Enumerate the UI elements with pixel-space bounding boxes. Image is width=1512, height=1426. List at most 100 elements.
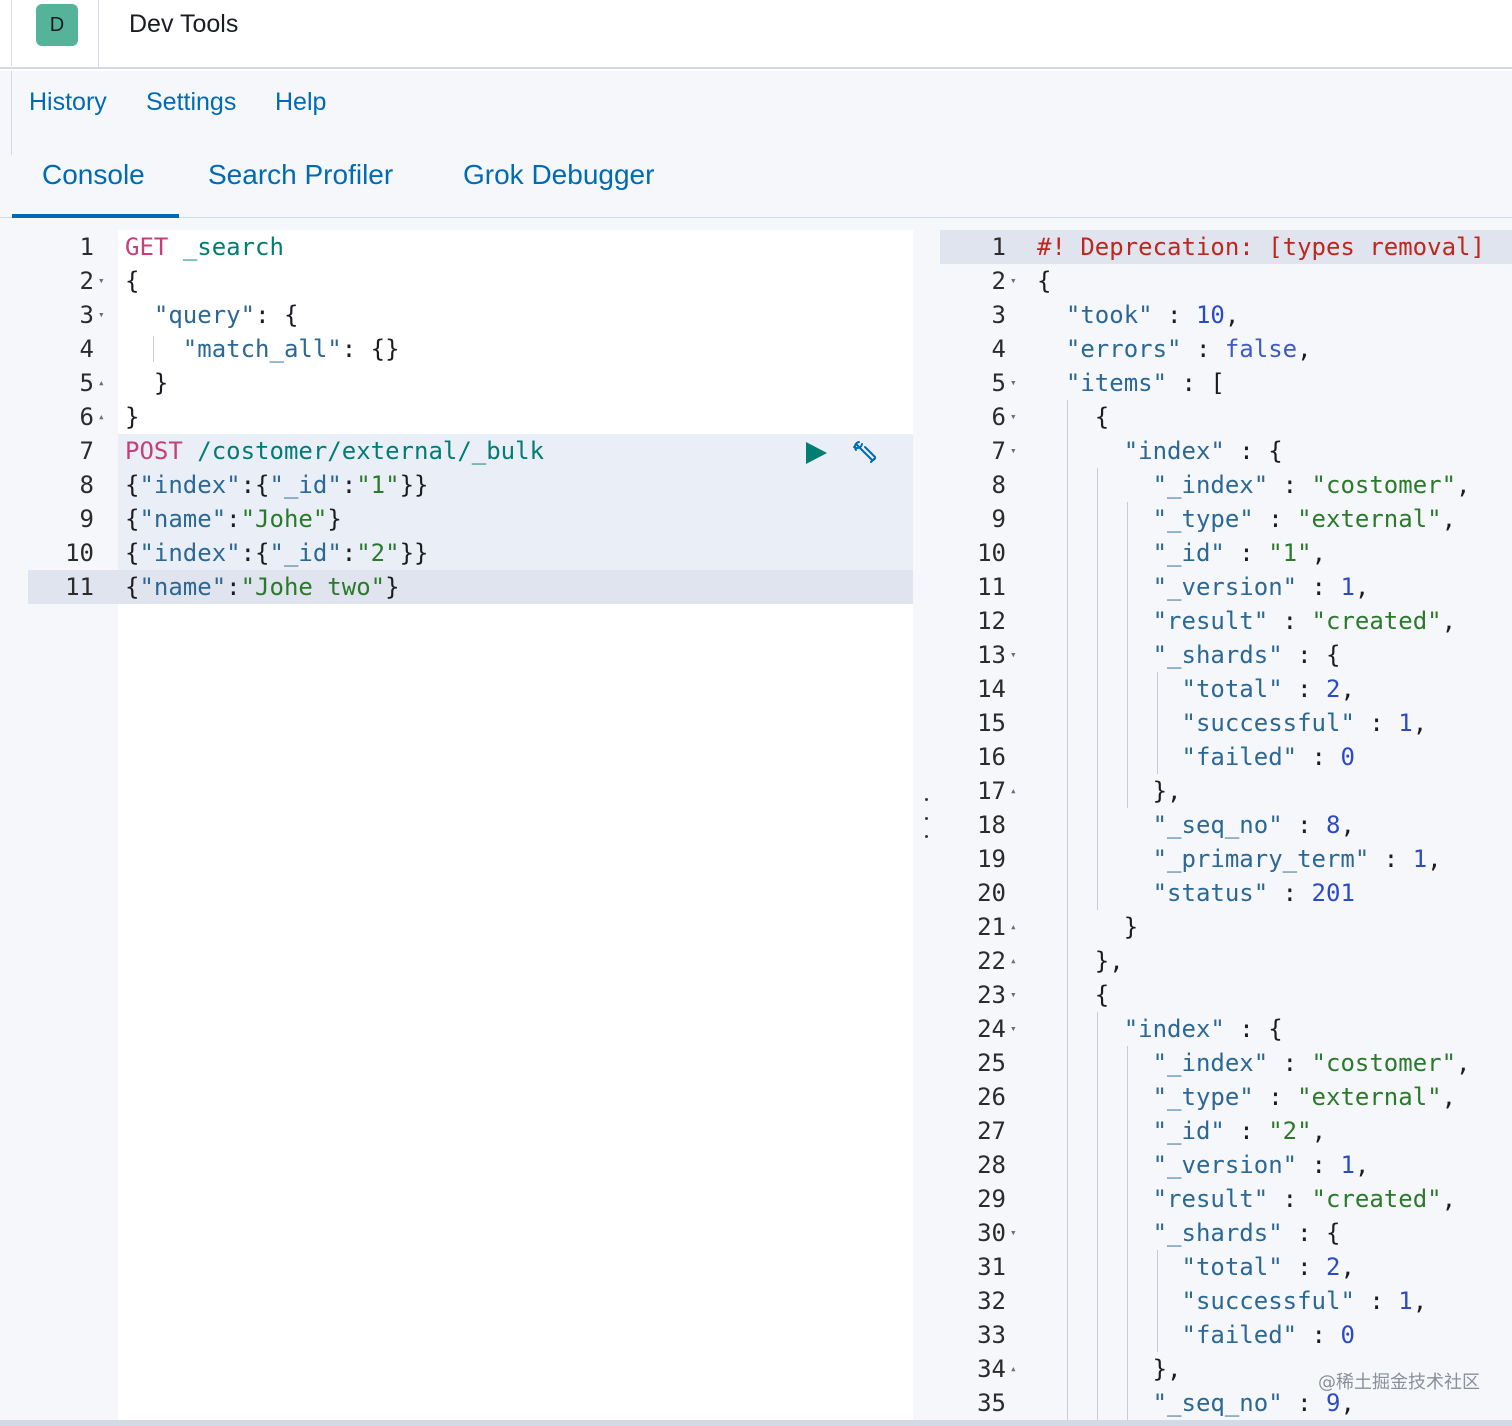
watermark: @稀土掘金技术社区 (1318, 1372, 1480, 1393)
code-token: 1 (1340, 573, 1355, 601)
code-token: POST (125, 437, 183, 465)
code-token: "_id" (269, 539, 342, 567)
code-token: : (341, 471, 357, 499)
code-line: "query": { (125, 298, 299, 332)
fold-up-icon[interactable]: ▴ (98, 410, 105, 423)
line-number: 34 (977, 1355, 1006, 1383)
line-number: 14 (977, 675, 1006, 703)
wrench-icon[interactable] (850, 438, 880, 468)
code-line: "match_all": {} (125, 332, 400, 366)
code-token: , (1354, 573, 1370, 601)
code-token: "_seq_no" (1152, 1389, 1283, 1417)
code-token (1037, 845, 1153, 873)
code-token: "index" (139, 471, 241, 499)
code-line: "_type" : "external", (1037, 502, 1456, 536)
code-line: "_primary_term" : 1, (1037, 842, 1442, 876)
code-line: "errors" : false, (1037, 332, 1312, 366)
tab-console[interactable]: Console (42, 159, 145, 190)
help-link[interactable]: Help (275, 88, 327, 116)
fold-down-icon[interactable]: ▾ (1010, 444, 1017, 457)
line-number: 24 (977, 1015, 1006, 1043)
code-token: : { (1282, 641, 1341, 669)
line-number: 9 (79, 505, 94, 533)
code-token (1037, 1321, 1182, 1349)
code-token: { (125, 573, 140, 601)
code-token: "costomer" (1311, 471, 1457, 499)
avatar[interactable]: D (36, 4, 78, 46)
line-number: 8 (991, 471, 1006, 499)
code-line: "_id" : "1", (1037, 536, 1326, 570)
code-token: "failed" (1181, 1321, 1298, 1349)
line-number: 3 (79, 301, 94, 329)
history-link[interactable]: History (29, 88, 107, 116)
code-token (1037, 301, 1066, 329)
tab-search-profiler[interactable]: Search Profiler (208, 159, 394, 190)
code-token: , (1456, 1049, 1471, 1077)
code-token: : (1297, 743, 1341, 771)
code-token (1037, 1049, 1153, 1077)
fold-up-icon[interactable]: ▴ (1010, 954, 1017, 967)
code-token: 2 (1326, 675, 1341, 703)
code-token (1037, 1389, 1153, 1417)
fold-down-icon[interactable]: ▾ (1010, 988, 1017, 1001)
code-token (1037, 471, 1153, 499)
code-token: { (1037, 267, 1052, 295)
fold-down-icon[interactable]: ▾ (1010, 1226, 1017, 1239)
settings-link[interactable]: Settings (146, 88, 237, 116)
code-token (1037, 437, 1124, 465)
line-number: 8 (79, 471, 94, 499)
code-token (183, 437, 197, 465)
code-token: false (1224, 335, 1298, 363)
fold-down-icon[interactable]: ▾ (1010, 1022, 1017, 1035)
code-line: #! Deprecation: [types removal] (1037, 230, 1485, 264)
code-token: : (1268, 607, 1312, 635)
code-token (1037, 811, 1153, 839)
panel-resizer[interactable] (917, 798, 935, 838)
line-number: 11 (65, 573, 94, 601)
play-icon[interactable] (802, 439, 830, 467)
code-token: }, (1037, 1355, 1182, 1383)
line-number: 7 (991, 437, 1006, 465)
fold-down-icon[interactable]: ▾ (1010, 648, 1017, 661)
line-number: 19 (977, 845, 1006, 873)
fold-down-icon[interactable]: ▾ (98, 308, 105, 321)
line-number: 25 (977, 1049, 1006, 1077)
active-tab-indicator (12, 214, 179, 218)
code-token (1037, 675, 1182, 703)
fold-down-icon[interactable]: ▾ (98, 274, 105, 287)
code-token: : (1268, 1049, 1312, 1077)
code-token: } (125, 403, 140, 431)
code-line: "took" : 10, (1037, 298, 1239, 332)
response-editor[interactable]: 1#! Deprecation: [types removal]2▾{3 "to… (940, 230, 1512, 1420)
fold-up-icon[interactable]: ▴ (1010, 784, 1017, 797)
fold-up-icon[interactable]: ▴ (98, 376, 105, 389)
code-token: :{ (240, 471, 270, 499)
fold-up-icon[interactable]: ▴ (1010, 1362, 1017, 1375)
code-line: "index" : { (1037, 434, 1283, 468)
code-token: : (1152, 301, 1196, 329)
code-token: "_seq_no" (1152, 811, 1283, 839)
code-token: , (1311, 1117, 1327, 1145)
code-line: "items" : [ (1037, 366, 1225, 400)
code-token: "successful" (1181, 709, 1355, 737)
fold-down-icon[interactable]: ▾ (1010, 410, 1017, 423)
code-token: "external" (1297, 505, 1442, 533)
code-token: "index" (1123, 437, 1225, 465)
fold-down-icon[interactable]: ▾ (1010, 376, 1017, 389)
line-number: 31 (977, 1253, 1006, 1281)
fold-down-icon[interactable]: ▾ (1010, 274, 1017, 287)
indent-guide (1097, 1012, 1098, 1420)
code-token: : (1181, 335, 1225, 363)
code-token: : (1268, 1185, 1312, 1213)
line-number: 9 (991, 505, 1006, 533)
fold-up-icon[interactable]: ▴ (1010, 920, 1017, 933)
line-number: 23 (977, 981, 1006, 1009)
line-number: 12 (977, 607, 1006, 635)
code-token: : (1282, 1389, 1326, 1417)
code-token: "name" (139, 573, 227, 601)
tab-grok-debugger[interactable]: Grok Debugger (463, 159, 655, 190)
line-number: 2 (79, 267, 94, 295)
code-line: "successful" : 1, (1037, 706, 1428, 740)
code-token: : (1354, 709, 1399, 737)
